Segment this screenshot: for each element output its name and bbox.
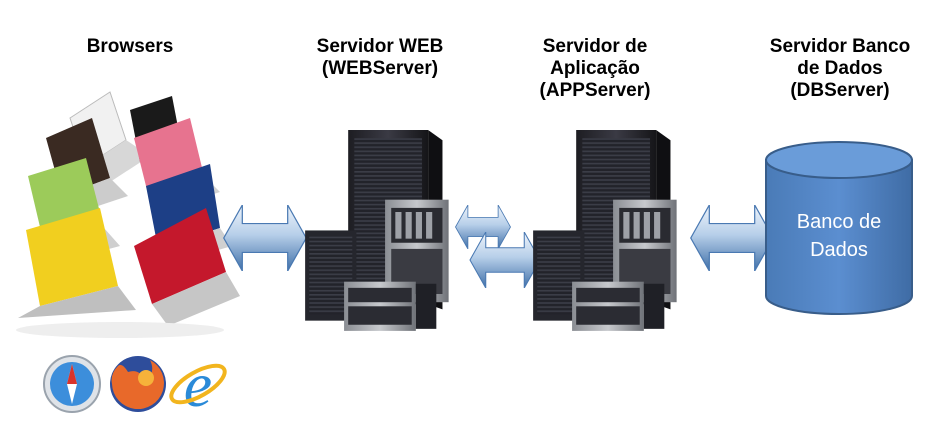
database-label-line-1: Banco de: [796, 211, 882, 233]
web-server-title: Servidor WEB (WEBServer): [290, 36, 470, 80]
app-server-title-line-3: (APPServer): [539, 80, 651, 101]
safari-icon: [43, 355, 101, 413]
browsers-title-line-1: Browsers: [86, 36, 174, 57]
internet-explorer-icon: e: [169, 349, 227, 420]
double-arrow-icon: [469, 232, 541, 288]
database-cylinder-icon: [765, 141, 913, 315]
app-server-title: Servidor de Aplicação (APPServer): [510, 36, 680, 102]
laptop-icon: [134, 208, 240, 326]
double-arrow-icon: [690, 205, 774, 271]
laptops-group: [16, 91, 240, 338]
laptop-icon: [18, 208, 136, 318]
app-server-title-line-1: Servidor de: [542, 36, 648, 57]
db-server-title-line-2: de Dados: [797, 58, 883, 79]
web-server-icon: [305, 130, 449, 331]
db-server-title-line-1: Servidor Banco: [769, 36, 911, 57]
app-server-icon: [533, 130, 677, 331]
database-label: Banco de Dados: [766, 208, 912, 264]
double-arrow-icon: [223, 205, 307, 271]
database-label-line-2: Dados: [810, 239, 868, 261]
svg-text:e: e: [184, 349, 212, 420]
db-server-title-line-3: (DBServer): [790, 80, 890, 101]
web-server-title-line-2: (WEBServer): [321, 58, 439, 79]
firefox-icon: [110, 356, 166, 412]
db-server-title: Servidor Banco de Dados (DBServer): [740, 36, 938, 102]
web-server-title-line-1: Servidor WEB: [316, 36, 444, 57]
app-server-title-line-2: Aplicação: [550, 58, 640, 79]
browsers-title: Browsers: [60, 36, 200, 58]
